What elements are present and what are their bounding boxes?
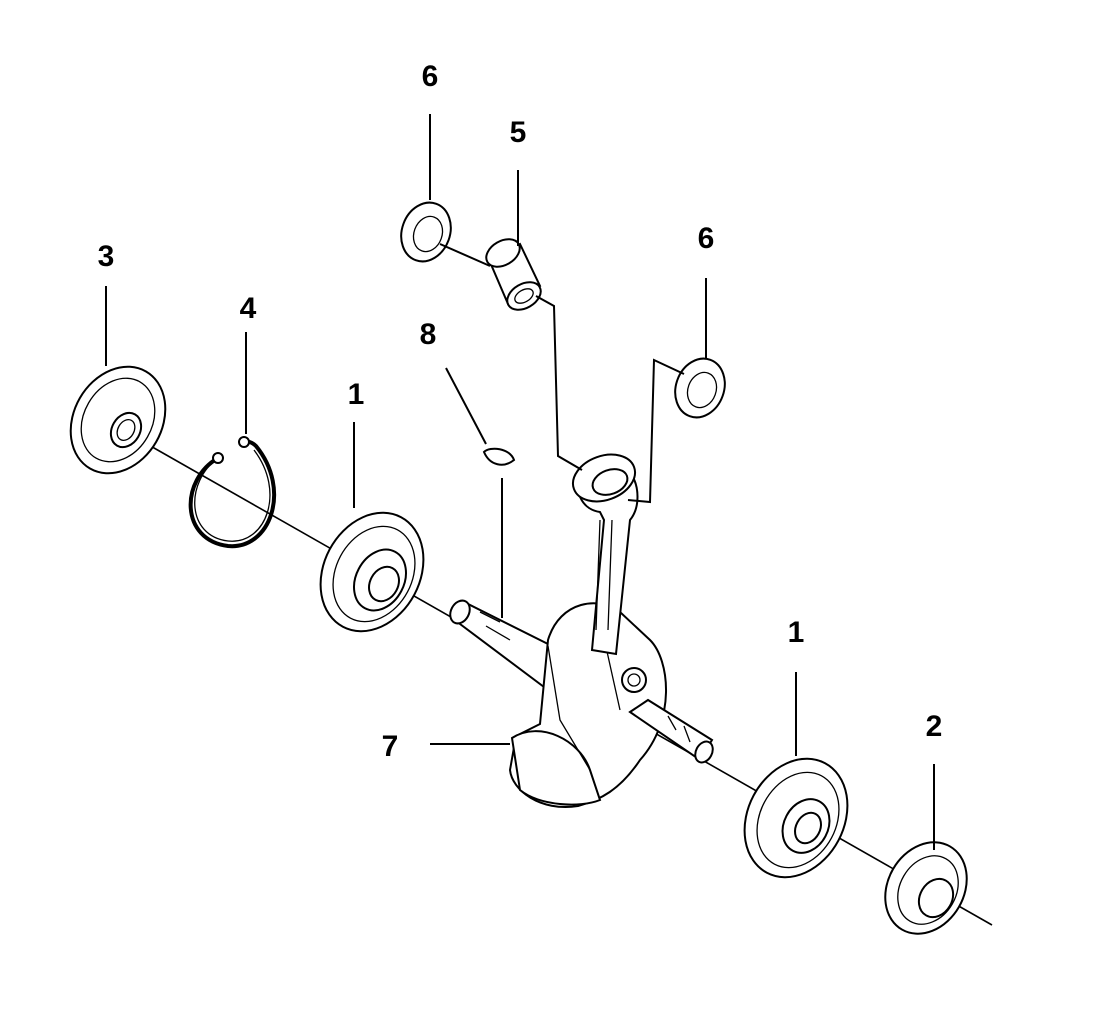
thrust-washer-top: [400, 201, 452, 263]
assembly-line-washer-rod: [627, 358, 685, 504]
callout-1-left: 1: [348, 378, 365, 411]
oil-seal-left: [69, 365, 167, 475]
callout-1-right: 1: [788, 616, 805, 649]
thrust-washer-right: [674, 357, 726, 419]
callout-8: 8: [420, 318, 437, 351]
callout-2: 2: [926, 710, 943, 743]
needle-bearing: [485, 238, 542, 311]
callout-6-right: 6: [698, 222, 715, 255]
assembly-line-washer-bearing: [439, 243, 491, 267]
callout-7: 7: [382, 730, 399, 763]
callout-3: 3: [98, 240, 115, 273]
crankshaft: [449, 453, 714, 808]
assembly-line-needle-rod: [535, 295, 583, 471]
woodruff-key: [482, 447, 516, 466]
callout-6-top: 6: [422, 60, 439, 93]
callout-4: 4: [240, 292, 257, 325]
leader-8: [445, 367, 487, 445]
ball-bearing-right: [743, 757, 849, 879]
callout-5: 5: [510, 116, 527, 149]
circlip: [188, 436, 276, 549]
ball-bearing-left: [319, 511, 425, 633]
oil-seal-right: [884, 841, 968, 935]
